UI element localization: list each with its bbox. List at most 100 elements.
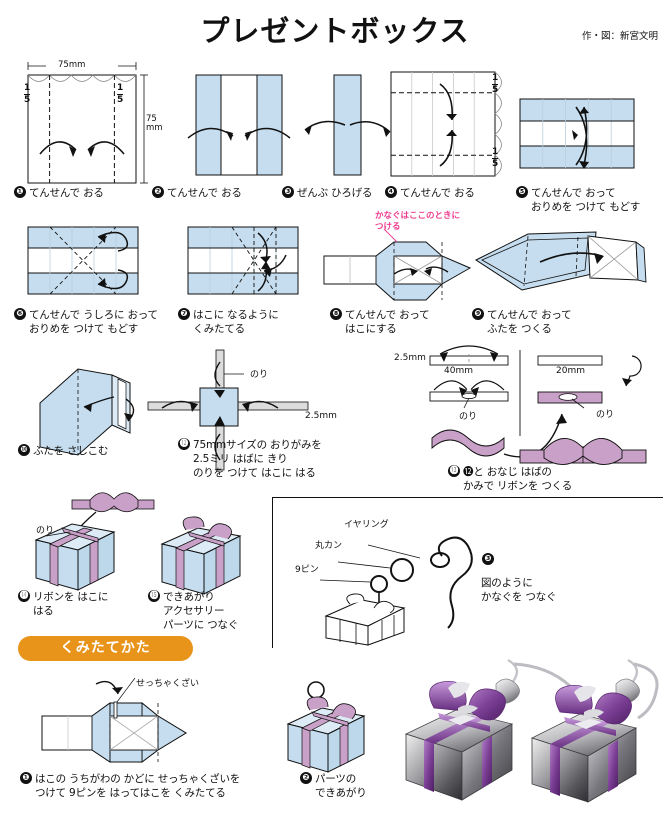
step-text: リボンを はこに はる [33,591,109,618]
step-13-caption: ⓭ ⓬と おなじ はばの かみで リボンを つくる [448,465,628,493]
step-number: ⓭ [448,465,460,477]
step-number: ❾ [472,308,484,320]
step-text: てんせんで おる [400,187,475,199]
glue-label-bow: のり [459,412,478,422]
assembly-banner: くみたてかた [18,636,193,661]
fraction-numerator: 1 [492,73,499,83]
fraction-denominator: 5 [117,94,124,105]
step-5-diagram [518,97,648,182]
step-number: ❷ [300,772,312,784]
step-text: ぜんぶ ひろげる [297,187,373,199]
step-6-diagram [26,225,166,303]
earring-label: イヤリング [344,520,389,530]
adhesive-label: せっちゃくざい [136,679,200,689]
step-number: ❼ [178,308,190,320]
assembly-1-diagram [40,677,260,766]
step-9-caption: ❾ てんせんで おって ふたを つくる [472,308,612,336]
step-text: てんせんで おる [29,187,104,199]
parts-panel-step-number: ❸ [482,545,497,565]
metal-fitting-leader [383,228,403,244]
product-photo [390,658,662,812]
assembly-2-caption: ❷ パーツの できあがり [300,772,420,800]
step-number: ⓯ [148,590,160,602]
step-text: パーツの できあがり [315,773,367,800]
parts-panel [272,497,663,648]
fraction-bottom: 1 5 [492,147,499,169]
step-number: ❸ [482,553,494,565]
step-text: 75mmサイズの おりがみを 2.5ミリ はばに きり のりを つけて はこに … [193,439,322,480]
fraction-denominator: 5 [24,94,31,105]
step-10-caption: ❿ ふたを さしこむ [18,444,158,458]
metal-fitting-note: かなぐはここのときに つける [375,211,461,232]
step-12-caption: ⓬ 75mmサイズの おりがみを 2.5ミリ はばに きり のりを つけて はこ… [178,438,328,481]
step-3-diagram [300,74,400,180]
step-number: ❻ [14,308,26,320]
dim-height-75mm: 75 mm [146,114,163,133]
step-number: ❽ [330,308,342,320]
knot-length-label: 20mm [556,366,585,376]
dim-width-75mm: 75mm [58,60,86,70]
step-text: はこの うちがわの かどに せっちゃくざいを つけて 9ピンを はってはこを く… [35,773,241,800]
step-2-caption: ❷ てんせんで おる [152,186,282,200]
step-7-caption: ❼ はこに なるように くみたてる [178,308,318,336]
fraction-denominator: 5 [492,84,499,95]
step-9-diagram [468,228,648,308]
ribbon-strip-width-label: 2.5mm [394,353,426,363]
bow-length-label: 40mm [444,366,473,376]
step-13-diagram [392,345,662,475]
step-text: できあがり アクセサリー パーツに つなぐ [163,591,239,632]
step-text: てんせんで おって はこにする [345,309,430,336]
step-number: ❶ [20,772,32,784]
step-12-diagram [147,349,309,471]
step-number: ⓮ [18,590,30,602]
step-8-diagram [322,238,474,308]
fraction-numerator: 1 [492,147,499,157]
fraction-left: 1 5 [24,83,31,105]
step-4-diagram [385,70,510,180]
step-15-caption: ⓯ できあがり アクセサリー パーツに つなぐ [148,590,268,633]
step-text: ⓬と おなじ はばの かみで リボンを つくる [463,466,573,493]
step-text: てんせんで うしろに おって おりめを つけて もどす [29,309,158,336]
jump-ring-label: 丸カン [315,541,343,551]
step-1-diagram [18,58,168,184]
assembly-2-diagram [282,680,392,780]
step-text: ふたを さしこむ [33,445,109,457]
step-text: てんせんで おる [167,187,242,199]
fraction-denominator: 5 [492,158,499,169]
nine-pin-label: 9ピン [295,565,319,575]
parts-panel-text: 図のように かなぐを つなぐ [481,577,557,604]
fraction-top: 1 5 [492,73,499,95]
step-2-diagram [187,74,298,180]
step-text: てんせんで おって ふたを つくる [487,309,572,336]
step-number: ❷ [152,186,164,198]
step-3-caption: ❸ ぜんぶ ひろげる [282,186,392,200]
step-14-caption: ⓮ リボンを はこに はる [18,590,138,618]
strip-width-label: 2.5mm [305,411,337,421]
assembly-1-caption: ❶ はこの うちがわの かどに せっちゃくざいを つけて 9ピンを はってはこを… [20,772,310,800]
fraction-numerator: 1 [24,83,31,93]
fraction-right: 1 5 [117,83,124,105]
step-1-caption: ❶ てんせんで おる [14,186,154,200]
fraction-numerator: 1 [117,83,124,93]
step-5-caption: ❺ てんせんで おって おりめを つけて もどす [516,186,666,214]
credit-line: 作・図：新宮文明 [581,31,658,42]
parts-panel-diagram [290,510,650,646]
step-number: ❿ [18,444,30,456]
step-number: ❸ [282,186,294,198]
step-text: はこに なるように くみたてる [193,309,279,336]
page-title: プレゼントボックス [200,14,470,48]
step-number: ❺ [516,186,528,198]
step-10-diagram [34,363,144,463]
step-number: ❹ [385,186,397,198]
step-15-diagram [150,510,270,605]
step-number: ⓬ [178,438,190,450]
step-14-diagram [20,492,160,597]
step-6-caption: ❻ てんせんで うしろに おって おりめを つけて もどす [14,308,184,336]
glue-label-knot: のり [596,410,615,420]
step-text: てんせんで おって おりめを つけて もどす [531,187,641,214]
glue-label-step12: のり [250,370,269,380]
glue-label-step14: のり [36,526,55,536]
step-number: ❶ [14,186,26,198]
step-7-diagram [186,225,316,303]
step-8-caption: ❽ てんせんで おって はこにする [330,308,460,336]
